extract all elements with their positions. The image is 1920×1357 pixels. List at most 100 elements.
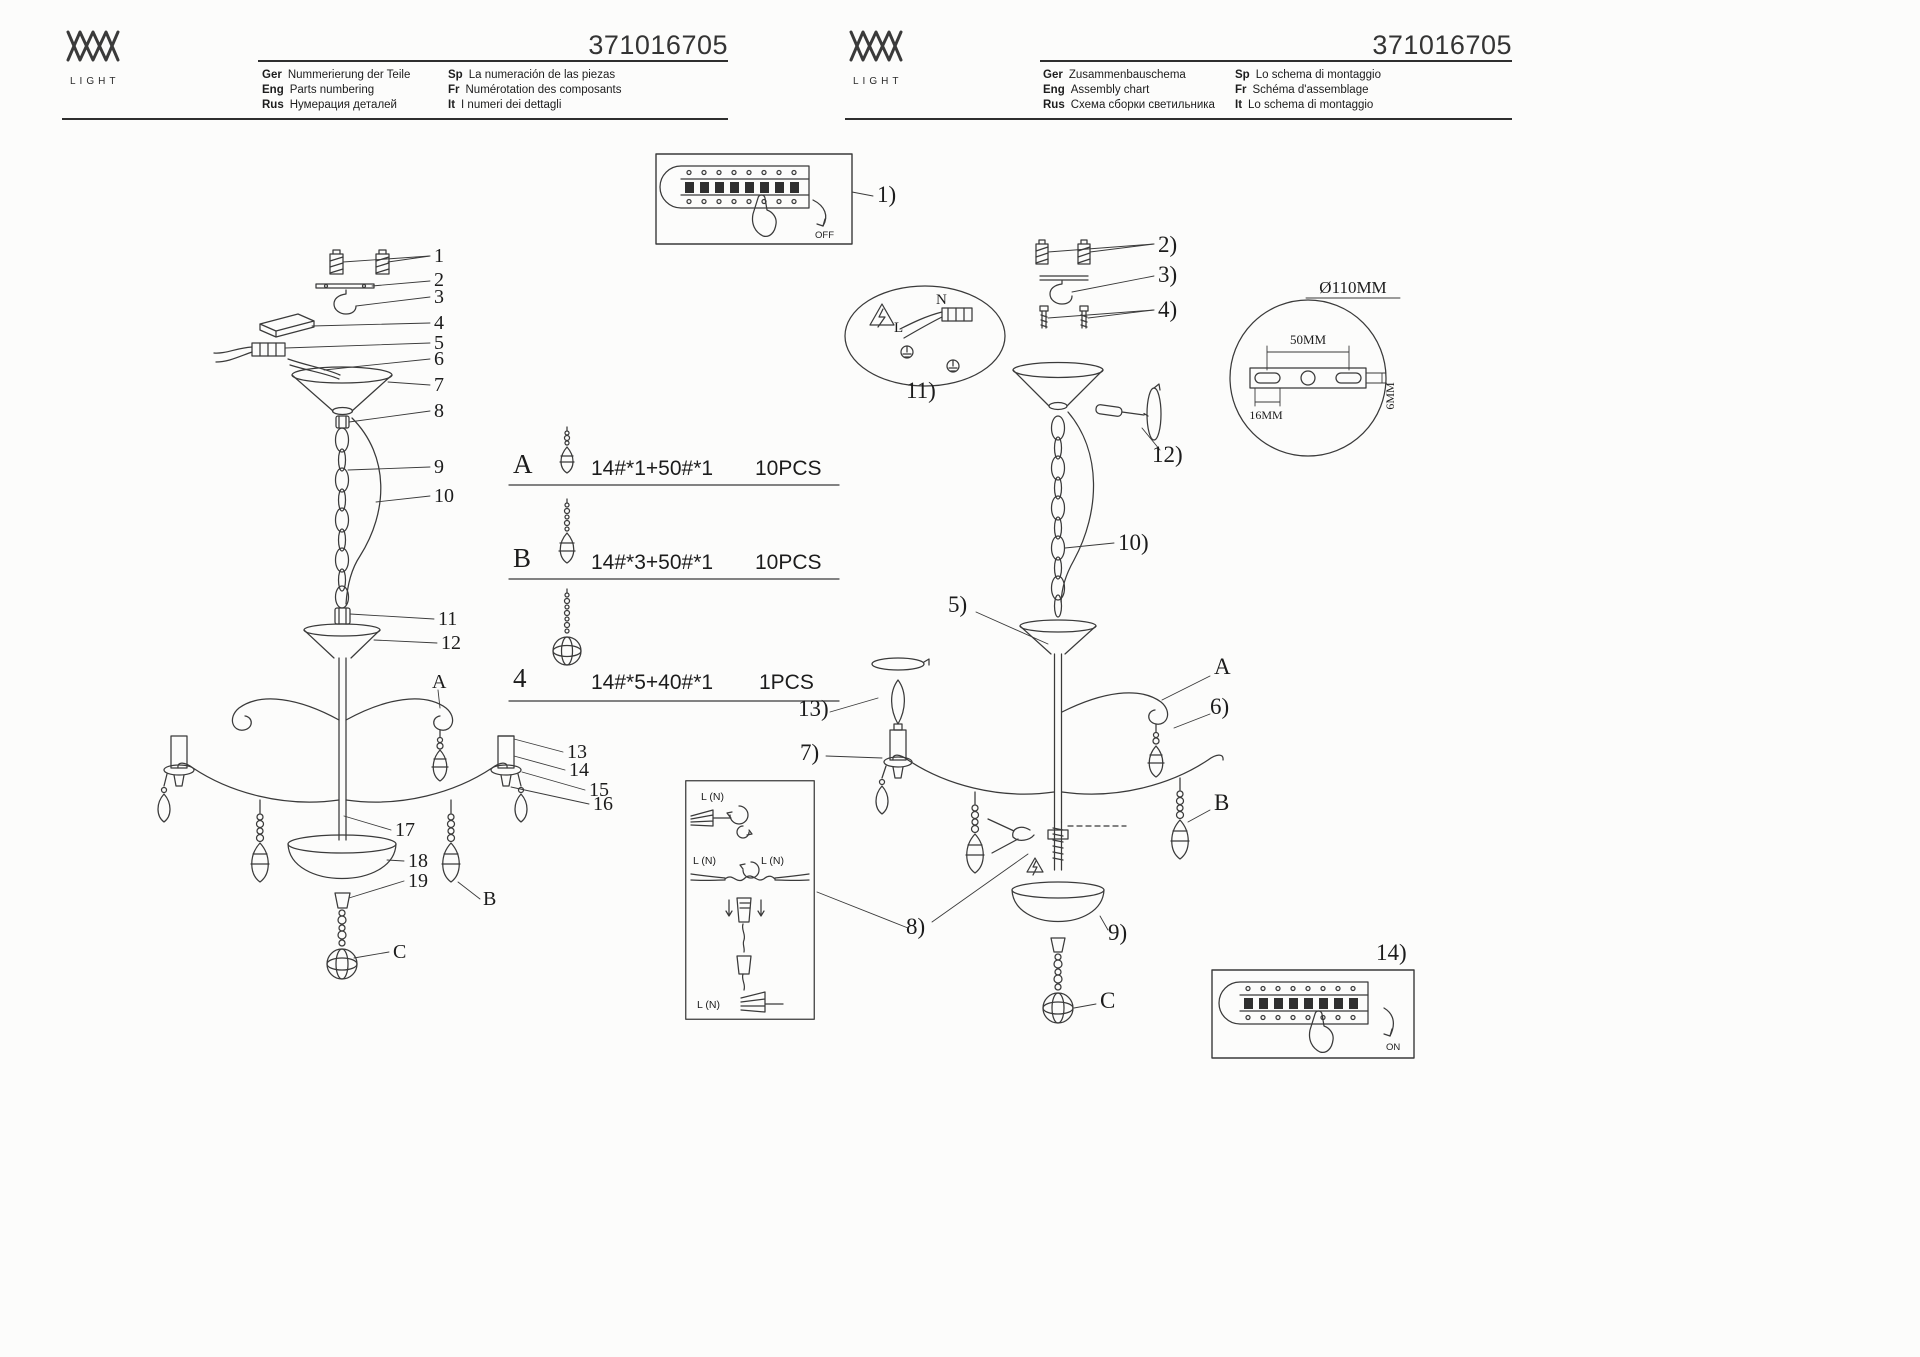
pressing-finger-icon xyxy=(751,194,777,238)
step-label-12: 12) xyxy=(1152,442,1183,467)
glass-bowl xyxy=(287,834,397,879)
arm-end-drop-left xyxy=(157,773,171,823)
lang-code: Sp xyxy=(448,69,463,81)
crystal-pendant-a xyxy=(431,729,449,782)
callout-8: 8 xyxy=(434,400,444,422)
step1-leader xyxy=(851,191,874,197)
power-cable xyxy=(345,417,382,605)
lang-text: Schéma d'assemblage xyxy=(1252,84,1369,96)
assembly-leader-lines xyxy=(825,243,1211,1009)
arm-end-drop-right xyxy=(514,773,528,823)
candle-right xyxy=(490,735,522,787)
callout-14: 14 xyxy=(569,759,589,781)
chain-connector-top xyxy=(335,415,350,429)
callout-c: C xyxy=(393,941,406,963)
step-label-1: 1) xyxy=(877,182,896,207)
ceiling-hook xyxy=(333,289,357,315)
callout-2: 2 xyxy=(434,269,444,291)
lang-code: Fr xyxy=(448,84,460,96)
canopy xyxy=(291,366,393,416)
header-rule-bottom-right xyxy=(845,118,1512,121)
wire-step-label-2: L (N) xyxy=(693,855,716,867)
figure-frame xyxy=(655,153,853,245)
crystal-strand-right xyxy=(1170,777,1190,860)
step-label-5: 5) xyxy=(948,592,967,617)
chain-connector-bottom xyxy=(334,607,351,625)
step-label-3: 3) xyxy=(1158,262,1177,287)
mounting-strap xyxy=(315,283,375,289)
strap-and-hook xyxy=(1039,275,1089,305)
step-label-9: 9) xyxy=(1108,920,1127,945)
dim-50mm-lines xyxy=(1266,345,1350,371)
wire-box-frame xyxy=(685,780,815,1020)
wiring-detail-bubble xyxy=(844,285,1006,387)
callout-17: 17 xyxy=(395,819,415,841)
center-column xyxy=(1053,653,1063,823)
lang-text: Numérotation des composants xyxy=(465,84,622,96)
power-strip-switches xyxy=(1244,998,1358,1009)
legend-label-a: A xyxy=(513,449,533,479)
callout-16: 16 xyxy=(593,793,613,815)
suspension-chain xyxy=(1050,415,1066,618)
arm-end-drop-left xyxy=(875,765,889,815)
pressing-finger-icon xyxy=(1308,1010,1334,1054)
canopy xyxy=(1012,361,1104,411)
lamp-arms xyxy=(892,754,1224,795)
callout-11: 11 xyxy=(438,608,457,630)
terminal-block xyxy=(213,342,286,363)
callout-18: 18 xyxy=(408,850,428,872)
assembly-chart-diagram: N L xyxy=(798,232,1231,1024)
frame-top-cone xyxy=(1019,619,1097,655)
figure-frame xyxy=(1211,969,1415,1059)
callout-5: 5 xyxy=(434,332,444,354)
language-table-left-col2: Sp La numeración de las piezas Fr Numérota… xyxy=(448,68,728,113)
step-label-10: 10) xyxy=(1118,530,1149,555)
scroll-ornament xyxy=(1061,692,1169,725)
wall-plug-screws xyxy=(329,249,390,275)
dim-50mm-label: 50MM xyxy=(1290,332,1327,347)
callout-19: 19 xyxy=(408,870,428,892)
legend-qty-4: 1PCS xyxy=(759,671,814,694)
crystal-strand-right xyxy=(441,799,461,883)
candle-left xyxy=(883,729,913,779)
lang-code: Sp xyxy=(1235,69,1250,81)
callout-13: 13 xyxy=(567,741,587,763)
dim-16mm-lines xyxy=(1254,387,1281,407)
legend-formula-b: 14#*3+50#*1 xyxy=(591,551,713,574)
parts-leader-lines xyxy=(284,255,590,959)
wire-capped-joint-drawing xyxy=(736,955,752,991)
wire-step-label-4: L (N) xyxy=(697,999,720,1011)
wire-box-connector xyxy=(816,891,909,929)
lamp-arms xyxy=(177,762,508,803)
callout-12: 12 xyxy=(441,632,461,654)
power-strip-on xyxy=(1218,981,1369,1025)
lang-code: It xyxy=(1235,99,1243,111)
legend-bead-icon-4 xyxy=(552,588,582,666)
step-label-14: 14) xyxy=(1376,940,1407,965)
on-arrow-icon xyxy=(1383,1007,1394,1037)
step-letter-a: A xyxy=(1214,654,1231,679)
power-strip-off xyxy=(659,165,810,209)
header-rule-bottom-left xyxy=(62,118,728,121)
wire-step-label-3: L (N) xyxy=(761,855,784,867)
lang-text: La numeración de las piezas xyxy=(468,69,616,81)
scroll-ornaments xyxy=(231,698,454,731)
lang-code: Eng xyxy=(1043,84,1065,96)
socket-assembly xyxy=(987,818,1127,876)
callout-4: 4 xyxy=(434,312,444,334)
step-label-6: 6) xyxy=(1210,694,1229,719)
dim-diameter-label: Ø110MM xyxy=(1319,278,1386,297)
mw-logo-icon xyxy=(66,30,120,62)
switch-off-figure: OFF 1) xyxy=(655,153,896,245)
lang-text: Parts numbering xyxy=(289,84,375,96)
crystal-pendant-a xyxy=(1147,723,1165,778)
center-column xyxy=(338,657,347,841)
lang-code: Eng xyxy=(262,84,284,96)
mounting-plate-circle xyxy=(1229,299,1387,457)
mw-logo-icon xyxy=(849,30,903,62)
dim-6mm-lines xyxy=(1365,372,1387,384)
switch-off-label: OFF xyxy=(815,230,834,241)
wire-label-l: L xyxy=(894,320,903,336)
